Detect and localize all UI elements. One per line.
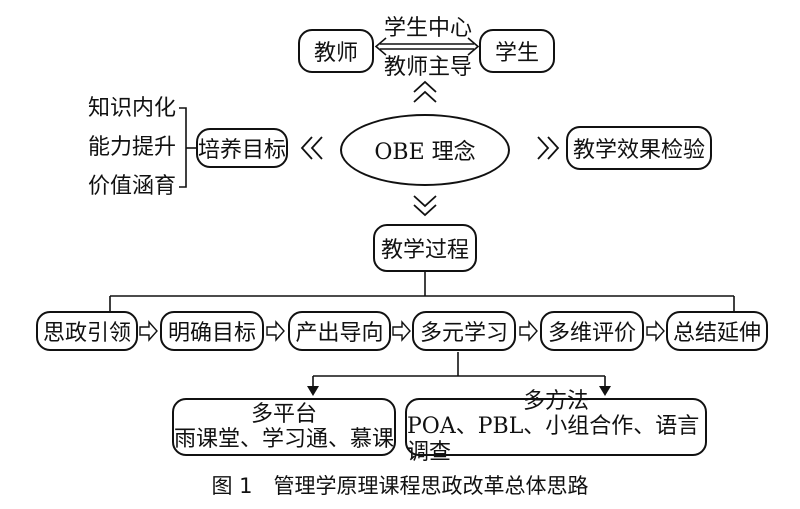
flow-step: 总结延伸 <box>666 311 768 351</box>
student-box: 学生 <box>479 29 555 73</box>
multi-platform-box: 多平台 雨课堂、学习通、慕课 <box>172 398 396 456</box>
flow-step-label: 思政引领 <box>42 321 131 346</box>
obe-concept-oval: OBE 理念 <box>340 114 510 186</box>
flow-step-label: 多元学习 <box>419 321 508 346</box>
flow-step: 多维评价 <box>540 311 644 351</box>
list-item-value: 价值涵育 <box>88 174 177 199</box>
effect-test-box: 教学效果检验 <box>566 126 712 170</box>
training-goal-label: 培养目标 <box>198 138 287 163</box>
multi-method-detail: POA、PBL、小组合作、语言调查 <box>407 414 700 465</box>
chevron-left-icon <box>300 136 323 160</box>
flow-step-label: 产出导向 <box>295 321 384 346</box>
multi-method-title: 多方法 <box>522 389 589 415</box>
multi-method-box: 多方法 POA、PBL、小组合作、语言调查 <box>405 389 707 465</box>
flow-step: 思政引领 <box>36 311 138 351</box>
multi-platform-title: 多平台 <box>250 401 317 427</box>
student-label: 学生 <box>494 41 539 66</box>
list-item-knowledge: 知识内化 <box>88 96 177 121</box>
obe-concept-label: OBE 理念 <box>374 140 476 165</box>
teaching-process-label: 教学过程 <box>380 238 469 263</box>
student-center-label: 学生中心 <box>384 16 473 41</box>
teacher-box: 教师 <box>298 29 374 73</box>
list-item-ability: 能力提升 <box>88 135 177 160</box>
split-arrows <box>312 352 606 388</box>
flow-step: 明确目标 <box>160 311 264 351</box>
chevron-right-icon <box>537 136 560 160</box>
double-arrow <box>374 37 480 56</box>
multi-platform-detail: 雨课堂、学习通、慕课 <box>174 427 395 452</box>
chevron-down-icon <box>413 195 437 217</box>
flow-step-label: 明确目标 <box>167 321 256 346</box>
flow-step: 多元学习 <box>412 311 516 351</box>
chevron-up-icon <box>413 80 437 103</box>
flow-step-label: 总结延伸 <box>672 321 761 346</box>
training-goal-box: 培养目标 <box>196 128 288 168</box>
flow-step-label: 多维评价 <box>547 321 636 346</box>
teacher-led-label: 教师主导 <box>384 55 473 80</box>
list-bracket <box>179 107 196 188</box>
distribution-line <box>109 272 735 312</box>
effect-test-label: 教学效果检验 <box>572 138 705 163</box>
figure-caption: 图 1 管理学原理课程思政改革总体思路 <box>211 474 589 498</box>
teacher-label: 教师 <box>313 41 358 66</box>
flow-arrows <box>139 320 665 342</box>
flow-step: 产出导向 <box>288 311 391 351</box>
teaching-process-box: 教学过程 <box>373 224 477 272</box>
split-arrowheads <box>307 386 611 396</box>
